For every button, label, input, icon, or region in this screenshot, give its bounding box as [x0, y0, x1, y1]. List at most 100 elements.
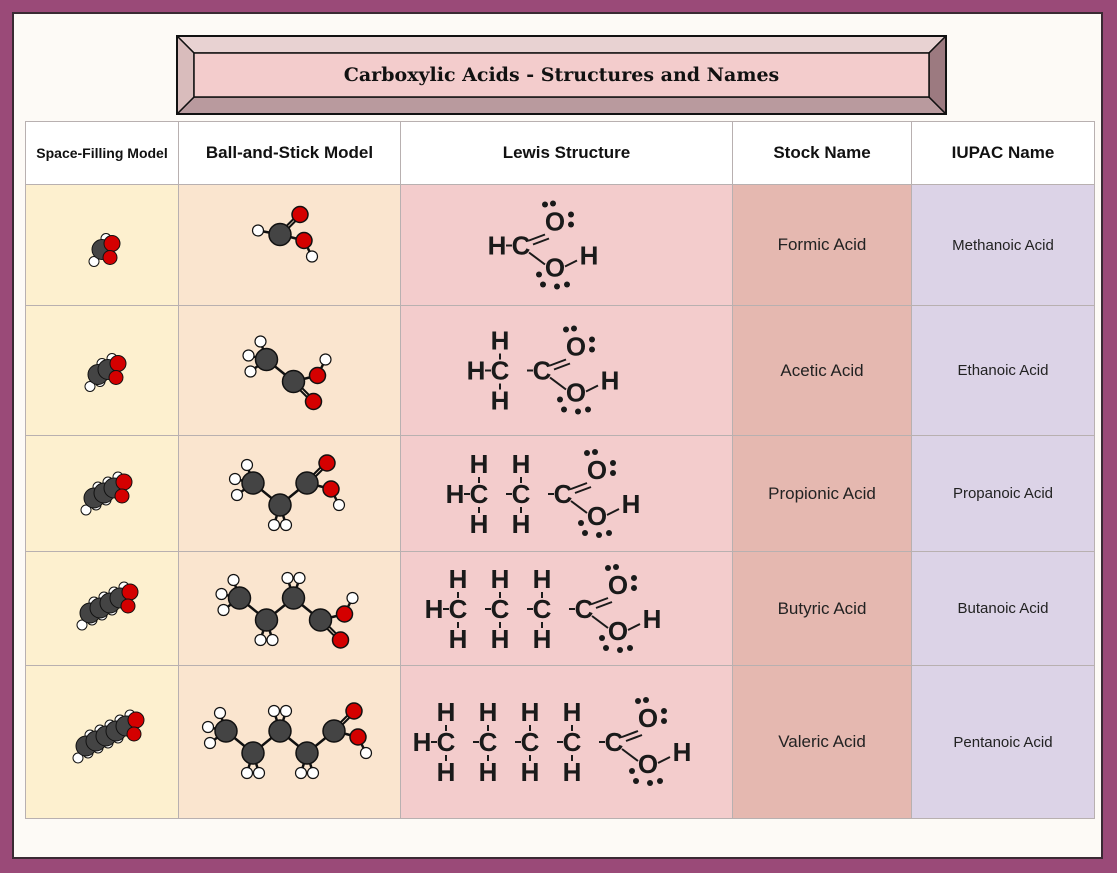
lewis-bond — [606, 507, 619, 516]
oxygen-atom — [290, 205, 309, 223]
space-filling-model — [25, 305, 179, 436]
oxygen-atom — [127, 711, 145, 729]
lone-pair-dot — [632, 778, 639, 784]
lewis-atom-h: H — [532, 624, 551, 654]
lone-pair-dot — [553, 283, 560, 289]
hydrogen-atom — [80, 504, 92, 515]
lewis-atom-c: C — [436, 727, 455, 757]
oxygen-atom — [304, 392, 322, 411]
carbon-atom — [281, 369, 305, 394]
ball-stick-model — [178, 551, 401, 666]
carbon-atom — [227, 585, 251, 610]
header-stock-name: Stock Name — [732, 121, 912, 185]
lewis-atom-o: O — [586, 455, 606, 485]
hydrogen-atom — [265, 633, 279, 646]
hydrogen-atom — [214, 587, 228, 600]
lone-pair-dot — [634, 698, 641, 704]
space-filling-model — [25, 551, 179, 666]
lewis-atom-h: H — [511, 449, 530, 479]
ball-stick-model — [178, 665, 401, 819]
oxygen-atom — [331, 630, 349, 649]
oxygen-atom — [308, 366, 326, 385]
lone-pair-dot — [581, 529, 588, 536]
space-filling-model — [25, 184, 179, 306]
lone-pair-dot — [574, 408, 581, 415]
lone-pair-dot — [562, 326, 569, 333]
oxygen-atom — [335, 604, 353, 623]
lone-pair-dot — [591, 448, 598, 455]
lewis-atom-c: C — [511, 230, 530, 260]
lone-pair-dot — [567, 211, 574, 217]
carbon-atom — [321, 719, 346, 743]
lone-pair-dot — [660, 718, 667, 724]
lone-pair-dot — [577, 519, 584, 526]
carbon-atom — [240, 470, 265, 495]
lewis-atom-o: O — [607, 570, 627, 600]
oxygen-atom — [109, 355, 127, 372]
lewis-atom-h: H — [520, 697, 539, 727]
hydrogen-atom — [203, 736, 216, 750]
carbon-atom — [294, 470, 319, 495]
carbon-atom — [240, 741, 265, 765]
lewis-atom-o: O — [586, 501, 606, 531]
carbon-atom — [267, 492, 292, 517]
lewis-atom-c: C — [469, 479, 488, 509]
hydrogen-atom — [230, 488, 243, 501]
stock-name: Acetic Acid — [732, 305, 912, 436]
hydrogen-atom — [88, 255, 100, 267]
lewis-atom-h: H — [424, 594, 443, 624]
lewis-atom-c: C — [553, 479, 572, 509]
lone-pair-dot — [605, 529, 612, 536]
lone-pair-dot — [560, 406, 567, 413]
lewis-atom-h: H — [478, 697, 497, 727]
hydrogen-atom — [279, 518, 292, 531]
carbon-atom — [213, 719, 238, 743]
oxygen-atom — [120, 598, 136, 613]
lewis-atom-o: O — [637, 703, 657, 733]
space-filling-model — [25, 665, 179, 819]
lewis-bond — [590, 614, 609, 629]
lone-pair-dot — [556, 396, 563, 403]
hydrogen-atom — [279, 704, 292, 718]
lewis-atom-h: H — [469, 509, 488, 539]
carbon-atom — [281, 585, 305, 610]
hydrogen-atom — [306, 766, 319, 780]
oxygen-atom — [108, 370, 124, 385]
lewis-atom-o: O — [544, 206, 564, 236]
space-filling-model — [25, 435, 179, 552]
ball-stick-model — [178, 435, 401, 552]
lewis-atom-h: H — [562, 697, 581, 727]
lewis-bond — [621, 730, 638, 738]
lone-pair-dot — [628, 768, 635, 774]
lewis-bond — [564, 259, 577, 267]
iupac-name: Propanoic Acid — [911, 435, 1095, 552]
lewis-atom-h: H — [436, 697, 455, 727]
lewis-atom-h: H — [562, 757, 581, 787]
lone-pair-dot — [539, 281, 546, 287]
iupac-name: Butanoic Acid — [911, 551, 1095, 666]
iupac-name: Pentanoic Acid — [911, 665, 1095, 819]
lewis-bond — [569, 499, 588, 514]
hydrogen-atom — [201, 720, 214, 734]
oxygen-atom — [121, 583, 139, 600]
hydrogen-atom — [213, 706, 226, 720]
lewis-atom-o: O — [607, 616, 627, 646]
lewis-bond — [591, 596, 608, 605]
lewis-atom-c: C — [490, 594, 509, 624]
lone-pair-dot — [616, 646, 623, 653]
carbon-atom — [254, 347, 278, 372]
oxygen-atom — [102, 249, 118, 265]
hydrogen-atom — [84, 381, 96, 392]
carbon-atom — [254, 607, 278, 632]
lone-pair-dot — [609, 469, 616, 476]
page-title: Carboxylic Acids - Structures and Names — [343, 64, 780, 86]
hydrogen-atom — [294, 766, 307, 780]
lone-pair-dot — [584, 406, 591, 413]
lewis-atom-h: H — [478, 757, 497, 787]
header-space-filling: Space-Filling Model — [25, 121, 179, 185]
lewis-atom-h: H — [490, 326, 509, 356]
hydrogen-atom — [305, 249, 318, 263]
title-banner: Carboxylic Acids - Structures and Names — [176, 35, 947, 115]
